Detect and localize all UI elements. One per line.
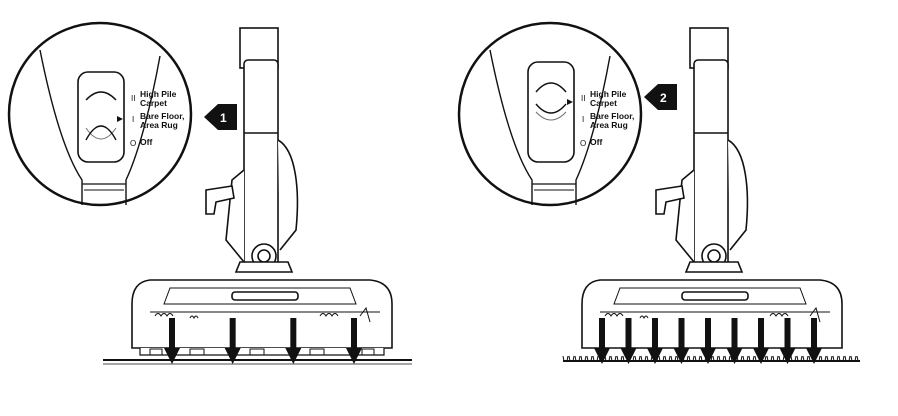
airflow-arrow-icon — [164, 318, 180, 364]
setting-label-area-rug: Area Rug — [590, 120, 628, 130]
setting-symbol-bare-floor: I — [582, 115, 584, 124]
airflow-arrow-icon — [594, 318, 610, 364]
cleaner-head — [581, 279, 843, 349]
setting-symbol-high-pile: II — [131, 94, 135, 103]
step-number: 2 — [660, 91, 667, 105]
indicator-triangle-icon — [117, 116, 123, 122]
switch-callout: II I O High Pile Carpet Bare Floor, Area… — [7, 21, 193, 207]
setting-label-off: Off — [590, 137, 602, 147]
setting-symbol-high-pile: II — [581, 94, 585, 103]
airflow-arrow-icon — [779, 318, 796, 364]
setting-label-bare-floor: Bare Floor, — [590, 111, 634, 121]
airflow-arrow-icon — [806, 318, 822, 364]
setting-label-bare-floor: Bare Floor, — [140, 111, 184, 121]
step-number: 1 — [220, 111, 227, 125]
setting-symbol-off: O — [580, 139, 586, 148]
setting-symbol-bare-floor: I — [132, 115, 134, 124]
setting-label-high-pile: High Pile — [140, 89, 177, 99]
step-badge-arrow-icon — [204, 104, 237, 130]
airflow-arrow-icon — [285, 318, 302, 364]
setting-label-area-rug: Area Rug — [140, 120, 178, 130]
setting-label-carpet: Carpet — [140, 98, 167, 108]
cleaner-head — [131, 279, 393, 356]
airflow-arrow-icon — [726, 318, 743, 364]
airflow-arrow-icon — [224, 318, 241, 364]
panel-2: II I O High Pile Carpet Bare Floor, Area… — [457, 21, 860, 364]
vacuum-body — [205, 27, 299, 273]
airflow-arrow-icon — [620, 318, 637, 364]
airflow-arrows — [164, 318, 362, 364]
airflow-arrows — [594, 318, 822, 364]
airflow-arrow-icon — [346, 318, 362, 364]
step-badge-1: 1 — [204, 104, 237, 130]
step-badge-arrow-icon — [644, 84, 677, 110]
airflow-arrow-icon — [700, 318, 716, 364]
step-badge-2: 2 — [644, 84, 677, 110]
vacuum-body — [655, 27, 749, 273]
airflow-arrow-icon — [647, 318, 663, 364]
airflow-arrow-icon — [753, 318, 769, 364]
airflow-arrow-icon — [673, 318, 690, 364]
setting-label-carpet: Carpet — [590, 98, 617, 108]
switch-callout: II I O High Pile Carpet Bare Floor, Area… — [457, 21, 643, 207]
setting-label-off: Off — [140, 137, 152, 147]
panel-1: II I O High Pile Carpet Bare Floor, Area… — [7, 21, 412, 365]
setting-label-high-pile: High Pile — [590, 89, 627, 99]
setting-symbol-off: O — [130, 139, 136, 148]
indicator-triangle-icon — [567, 99, 573, 105]
